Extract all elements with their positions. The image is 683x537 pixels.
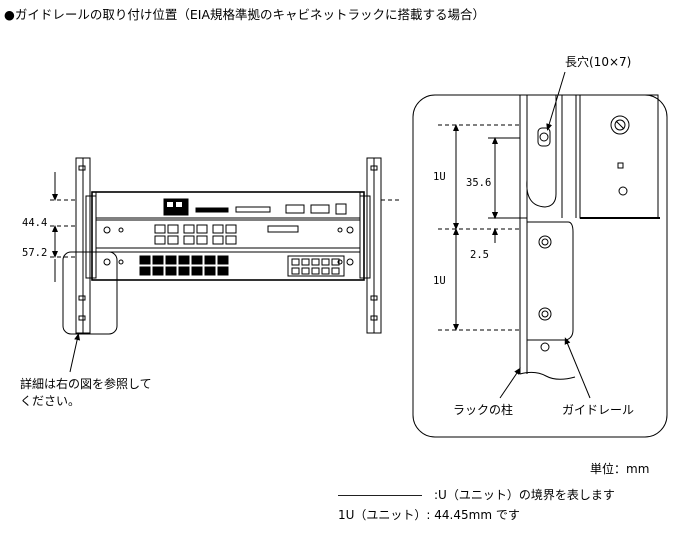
device-chassis: [91, 191, 365, 281]
detail-reference-note: 詳細は右の図を参照して ください。: [20, 377, 152, 408]
one-u-lower-label: 1U: [433, 275, 446, 287]
rack-post-left: [75, 157, 91, 334]
legend-u-definition: 1U（ユニット）: 44.45mm です: [338, 508, 520, 522]
dimension-lower-label: 57.2: [22, 247, 48, 259]
rack-device-figure: [50, 157, 400, 373]
unit-label: 単位：mm: [590, 462, 650, 476]
slot-hole-label: 長穴(10×7): [565, 55, 632, 69]
guide-rail-detail: [412, 71, 668, 438]
detail-frame: [412, 94, 668, 438]
page-title: ●ガイドレールの取り付け位置（EIA規格準拠のキャビネットラックに搭載する場合）: [4, 7, 486, 22]
rack-post-right: [366, 157, 382, 334]
dimension-2-5-label: 2.5: [470, 249, 489, 261]
guide-rail-label: ガイドレール: [562, 403, 635, 417]
dimension-35-6-label: 35.6: [466, 177, 492, 189]
one-u-upper-label: 1U: [433, 171, 446, 183]
dimension-upper-label: 44.4: [22, 217, 48, 229]
rack-pillar-label: ラックの柱: [453, 403, 514, 417]
legend-boundary-line: ――――――― :U（ユニット）の境界を表します: [338, 488, 615, 502]
